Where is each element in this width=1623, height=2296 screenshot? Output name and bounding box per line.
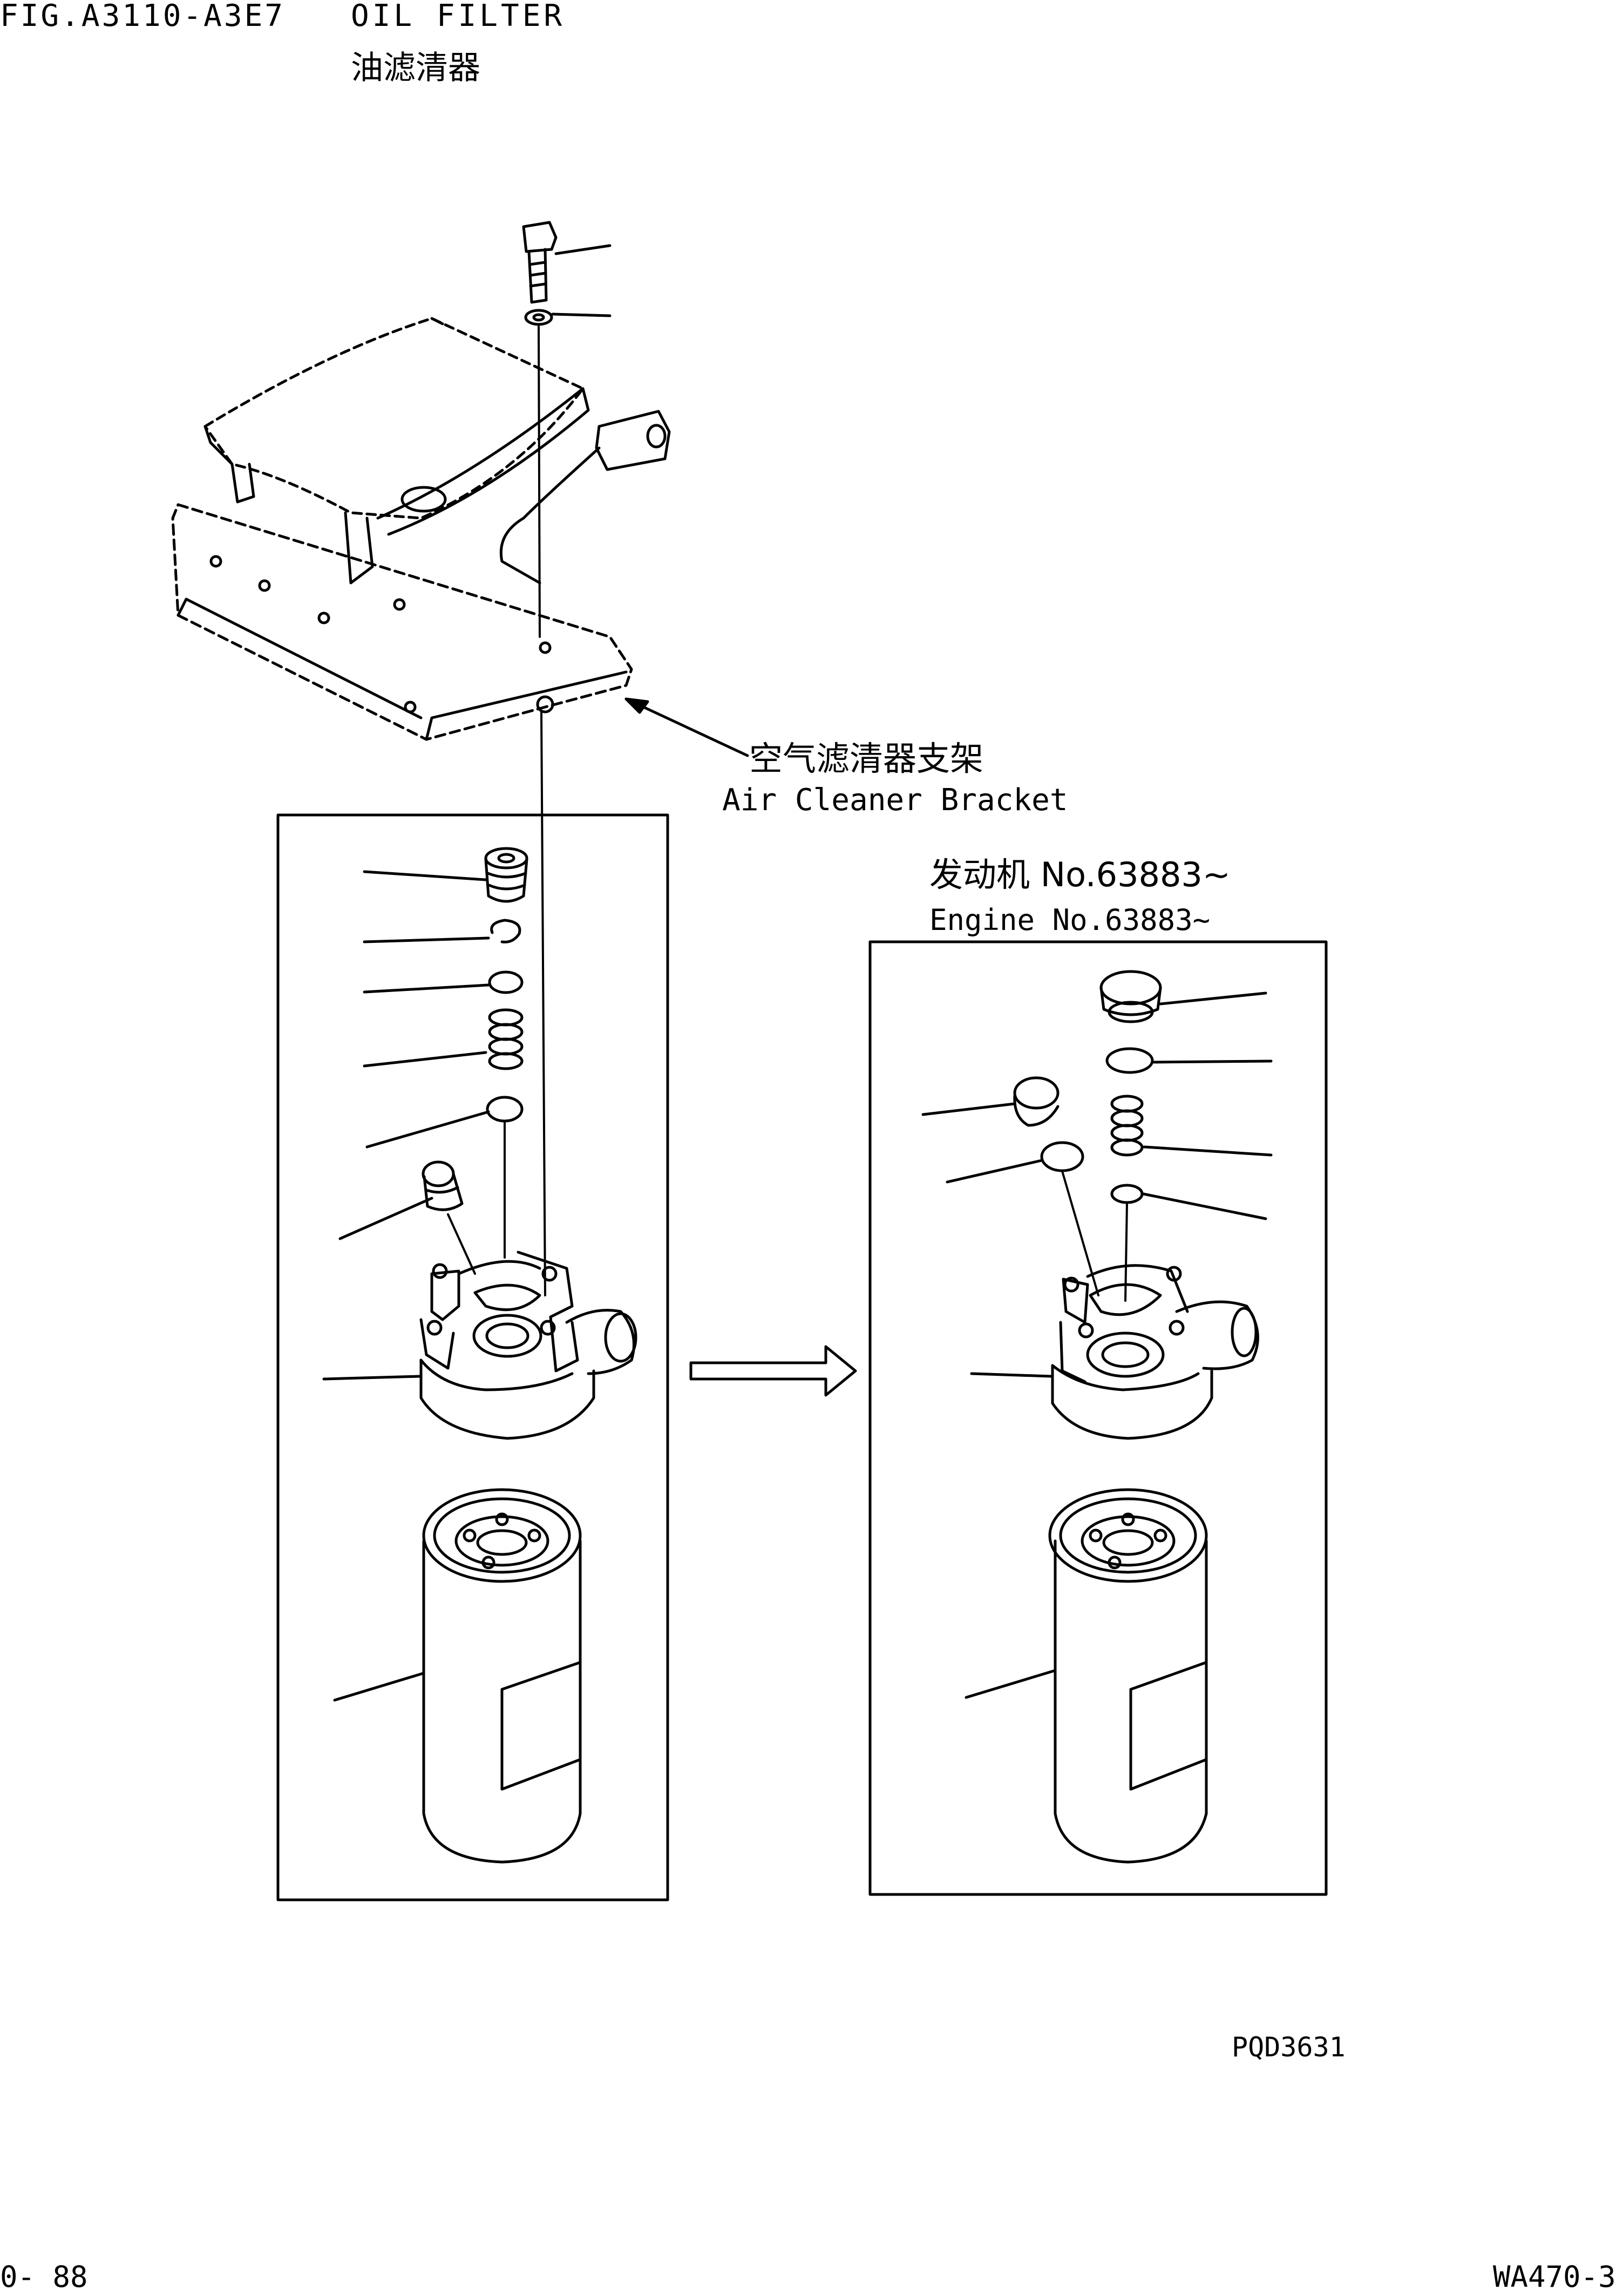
- snap-ring-leader-line: [364, 938, 488, 942]
- right-filter-assembly: [923, 972, 1271, 1862]
- valve-part: [1112, 1185, 1142, 1203]
- plug-part: [1101, 972, 1160, 1022]
- valve-leader-line: [367, 1112, 488, 1147]
- bolt-leader-line: [556, 246, 610, 254]
- relief-plug-leader-line: [340, 1198, 432, 1239]
- right-panel-frame: [870, 942, 1326, 1894]
- drawing-number: PQD3631: [1232, 2032, 1346, 2063]
- relief-plug-leader-line: [923, 1104, 1015, 1115]
- o-ring-leader-line: [364, 985, 488, 992]
- engine-number-label-english: Engine No.63883~: [929, 903, 1211, 937]
- plug-leader-line: [364, 872, 486, 880]
- ball-part: [1042, 1143, 1083, 1171]
- washer-leader-line: [553, 314, 610, 316]
- snap-ring-part: [492, 920, 520, 942]
- plug-leader-line: [1160, 993, 1266, 1004]
- filter-head-part: [1052, 1266, 1258, 1438]
- title-chinese: 油滤清器: [351, 49, 480, 87]
- plug-part: [486, 848, 527, 901]
- filter-head-leader-line: [972, 1374, 1051, 1376]
- o-ring-part: [1107, 1049, 1152, 1072]
- filter-cartridge-part: [424, 1490, 580, 1862]
- spring-part: [1112, 1096, 1142, 1155]
- title-english: OIL FILTER: [351, 0, 566, 33]
- spring-leader-line: [364, 1052, 486, 1066]
- bolt-part: [524, 222, 556, 302]
- relief-plug-part: [1015, 1078, 1058, 1125]
- o-ring-part: [490, 972, 522, 993]
- transition-arrow: [691, 1347, 855, 1395]
- cartridge-leader-line: [335, 1673, 424, 1700]
- bracket-label-english: Air Cleaner Bracket: [722, 783, 1068, 818]
- spring-part: [490, 1010, 522, 1069]
- spring-leader-line: [1144, 1147, 1271, 1155]
- figure-code: FIG.A3110-A3E7: [0, 0, 286, 33]
- engine-number-label-chinese: 发动机 No.63883~: [929, 855, 1231, 894]
- filter-cartridge-part: [1050, 1490, 1206, 1862]
- valve-leader-line: [1143, 1194, 1266, 1219]
- left-panel-frame: [278, 815, 668, 1900]
- page-number: 0- 88: [0, 2260, 88, 2294]
- washer-part: [526, 310, 552, 324]
- ball-leader-line: [947, 1160, 1042, 1182]
- o-ring-leader-line: [1154, 1061, 1271, 1062]
- model-code: WA470-3: [1493, 2260, 1616, 2294]
- filter-head-leader-line: [324, 1376, 420, 1379]
- cartridge-leader-line: [966, 1670, 1055, 1697]
- bracket-label-chinese: 空气滤清器支架: [749, 739, 984, 778]
- valve-part: [487, 1097, 522, 1121]
- filter-head-part: [421, 1252, 636, 1438]
- air-cleaner-bracket-assembly: [173, 222, 748, 756]
- left-filter-assembly: [324, 848, 636, 1862]
- bracket-leader-line: [626, 699, 748, 756]
- relief-plug-part: [423, 1162, 462, 1210]
